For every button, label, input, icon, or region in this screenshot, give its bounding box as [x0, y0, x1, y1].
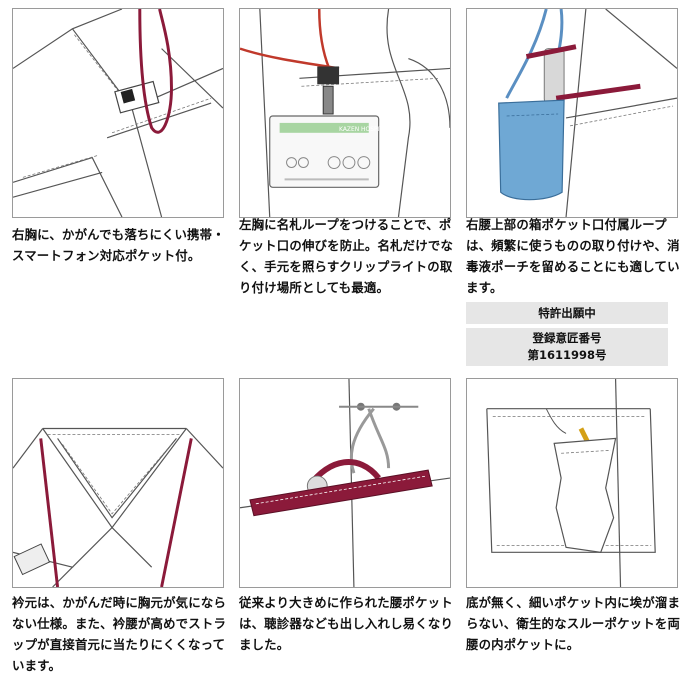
- design-registration-badge: 登録意匠番号 第1611998号: [466, 328, 668, 366]
- caption-name-tag-loop: 左胸に名札ループをつけることで、ポケット口の伸びを防止。名札だけでなく、手元を照…: [239, 217, 454, 295]
- design-registration-number: 第1611998号: [527, 348, 607, 362]
- caption-collar: 衿元は、かがんだ時に胸元が気にならない仕様。また、衿腰が高めでストラップが直接首…: [12, 595, 227, 673]
- through-pocket-illustration: [486, 379, 656, 587]
- collar-illustration: [13, 427, 223, 587]
- waist-loop-illustration: [498, 9, 677, 217]
- panel-collar: [12, 378, 224, 588]
- panel-through-pocket: [466, 378, 678, 588]
- panel-phone-pocket: [12, 8, 224, 218]
- patent-badge: 特許出願中: [466, 302, 668, 324]
- panel-waist-loop: [466, 8, 678, 218]
- caption-waist-pocket: 従来より大きめに作られた腰ポケットは、聴診器なども出し入れし易くなりました。: [239, 595, 454, 652]
- phone-pocket-illustration: [13, 9, 223, 217]
- design-registration-label: 登録意匠番号: [532, 331, 602, 345]
- caption-phone-pocket: 右胸に、かがんでも落ちにくい携帯・スマートフォン対応ポケット付。: [12, 227, 225, 263]
- caption-through-pocket: 底が無く、細いポケット内に埃が溜まらない、衛生的なスルーポケットを両腰の内ポケッ…: [466, 595, 680, 652]
- panel-waist-pocket: [239, 378, 451, 588]
- name-tag-header: KAZEN HOSPITAL: [339, 126, 390, 133]
- panel-name-tag-loop: KAZEN HOSPITAL: [239, 8, 451, 218]
- caption-waist-loop: 右腰上部の箱ポケット口付属ループは、頻繁に使うものの取り付けや、消毒液ポーチを留…: [466, 217, 680, 295]
- waist-pocket-illustration: [240, 379, 450, 587]
- name-tag-illustration: KAZEN HOSPITAL: [240, 9, 450, 217]
